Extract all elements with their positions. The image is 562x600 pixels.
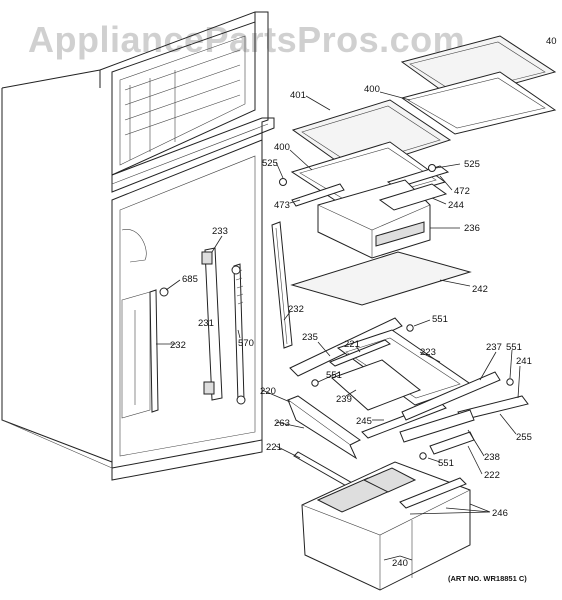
- callout-233: 233: [212, 226, 228, 237]
- rail-221-upper: [329, 339, 391, 367]
- callout-236: 236: [464, 223, 480, 234]
- bracket-220: [286, 395, 361, 460]
- slide-238: [399, 409, 475, 443]
- crisper-pan-divider-246: [399, 477, 467, 509]
- bolt-570: [231, 263, 246, 405]
- callout-472: 472: [454, 186, 470, 197]
- callout-237: 237: [486, 342, 502, 353]
- callout-239: 239: [336, 394, 352, 405]
- watermark-text: AppliancePartsPros.com: [28, 19, 465, 60]
- callout-255: 255: [516, 432, 532, 443]
- callout-223: 223: [420, 347, 436, 358]
- callout-551-right: 551: [506, 342, 522, 353]
- screw-525-left: [279, 178, 287, 186]
- art-number: (ART NO. WR18851 C): [448, 574, 527, 583]
- glide-237: [401, 371, 501, 421]
- callout-263: 263: [274, 418, 290, 429]
- callout-570: 570: [238, 338, 254, 349]
- slide-239: [331, 359, 421, 411]
- screw-551-a: [406, 324, 414, 332]
- shelf-support-232-right: [271, 221, 293, 349]
- glass-shelf-401-upper: [400, 35, 557, 101]
- callout-221-lower: 221: [266, 442, 282, 453]
- callout-220: 220: [260, 386, 276, 397]
- callout-240: 240: [392, 558, 408, 569]
- shelf-frame-400-upper: [400, 71, 557, 135]
- callout-231: 231: [198, 318, 214, 329]
- callout-685: 685: [182, 274, 198, 285]
- slide-222: [429, 431, 475, 455]
- callout-245: 245: [356, 416, 372, 427]
- refrigerator-cabinet: [1, 11, 275, 481]
- drawer-cover-244: [378, 183, 448, 211]
- bracket-231: [201, 247, 223, 401]
- callout-525-left: 525: [262, 158, 278, 169]
- callout-473: 473: [274, 200, 290, 211]
- screw-551-d: [419, 452, 427, 460]
- callout-244: 244: [448, 200, 464, 211]
- shelf-support-232-left: [149, 289, 159, 413]
- leader-lines: [156, 91, 521, 561]
- crisper-pan-240: [301, 461, 471, 591]
- callout-235: 235: [302, 332, 318, 343]
- callout-241: 241: [516, 356, 532, 367]
- callout-400-lower: 400: [274, 142, 290, 153]
- shelf-rail-473: [291, 183, 345, 207]
- callout-242: 242: [472, 284, 488, 295]
- callout-232-left: 232: [170, 340, 186, 351]
- screw-551-b: [311, 379, 319, 387]
- callout-labels: 401 40 400 400 525 525 472 473 244 236 2…: [170, 36, 557, 569]
- callout-400-upper: 400: [364, 84, 380, 95]
- callout-401-upper: 40: [546, 36, 557, 47]
- callout-551-low: 551: [438, 458, 454, 469]
- callout-551-mid: 551: [326, 370, 342, 381]
- callout-238: 238: [484, 452, 500, 463]
- callout-401-lower: 401: [290, 90, 306, 101]
- callout-246: 246: [492, 508, 508, 519]
- crisper-cover-glass-242: [290, 251, 472, 306]
- screw-551-c: [506, 378, 514, 386]
- callout-222: 222: [484, 470, 500, 481]
- callout-525-right: 525: [464, 159, 480, 170]
- callout-551-top: 551: [432, 314, 448, 325]
- callout-221-upper: 221: [344, 339, 360, 350]
- rail-221-lower: [293, 451, 355, 489]
- callout-232-right: 232: [288, 304, 304, 315]
- glass-shelf-401: [291, 99, 452, 173]
- screw-525-right: [428, 164, 436, 172]
